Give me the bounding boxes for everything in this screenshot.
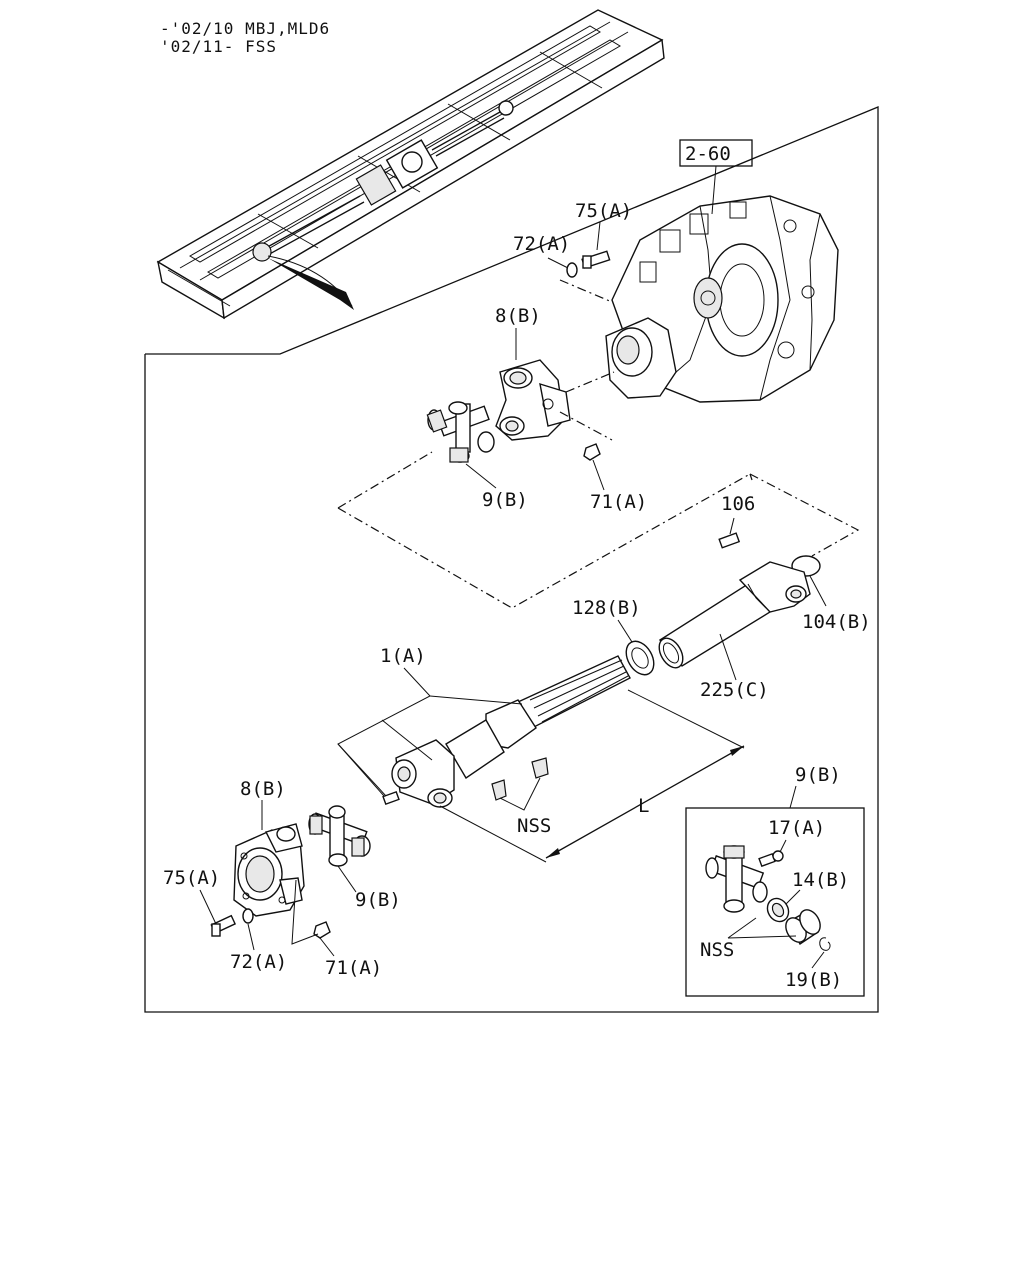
callout-shaft-main: 1(A): [380, 645, 426, 667]
callout-joint-top: 9(B): [482, 489, 528, 511]
callout-bolt-bottom: 75(A): [163, 867, 220, 889]
callout-shaft-tube: 225(C): [700, 679, 769, 701]
inset-box: [685, 807, 865, 997]
callout-joint-bottom: 9(B): [355, 889, 401, 911]
main-splined-shaft: [382, 655, 631, 808]
callout-snap-ring: 19(B): [785, 969, 842, 991]
callout-cap: 104(B): [802, 611, 871, 633]
flange-yoke-bottom: [233, 823, 305, 917]
dimension-length: L: [638, 795, 649, 817]
universal-joint-top: [426, 401, 495, 463]
callout-nss-inset: NSS: [700, 939, 734, 961]
universal-joint-bottom: [308, 805, 371, 867]
callout-yoke-bottom: 8(B): [240, 778, 286, 800]
nss-clip-a: [491, 779, 507, 801]
inset-universal-joint: [705, 845, 768, 913]
callout-nut-bottom: 71(A): [325, 957, 382, 979]
callout-bearing: 14(B): [792, 869, 849, 891]
header-line-1: -'02/10 MBJ,MLD6: [160, 19, 330, 38]
callout-washer-top: 72(A): [513, 233, 570, 255]
flange-yoke-top: [495, 359, 571, 441]
inset-snap-ring: [819, 937, 831, 951]
slip-yoke-tube: [658, 561, 811, 669]
chassis-frame-illustration: [156, 9, 665, 320]
callout-plug: 106: [721, 493, 755, 515]
nss-clip-b: [531, 757, 549, 779]
ref-box-label: 2-60: [685, 143, 731, 165]
callout-bolt-top: 75(A): [575, 200, 632, 222]
callout-seal: 128(B): [572, 597, 641, 619]
transmission-illustration: [605, 195, 839, 403]
callout-washer-bottom: 72(A): [230, 951, 287, 973]
callout-grease-fitting: 17(A): [768, 817, 825, 839]
callout-inset-joint: 9(B): [795, 764, 841, 786]
header-line-2: '02/11- FSS: [160, 37, 277, 56]
inset-bearing-cup: [785, 909, 821, 946]
callout-yoke-top: 8(B): [495, 305, 541, 327]
diagram-frame: [144, 106, 879, 1013]
callout-nut-top: 71(A): [590, 491, 647, 513]
inset-grease-fitting: [758, 850, 784, 868]
callout-nss-main: NSS: [517, 815, 551, 837]
